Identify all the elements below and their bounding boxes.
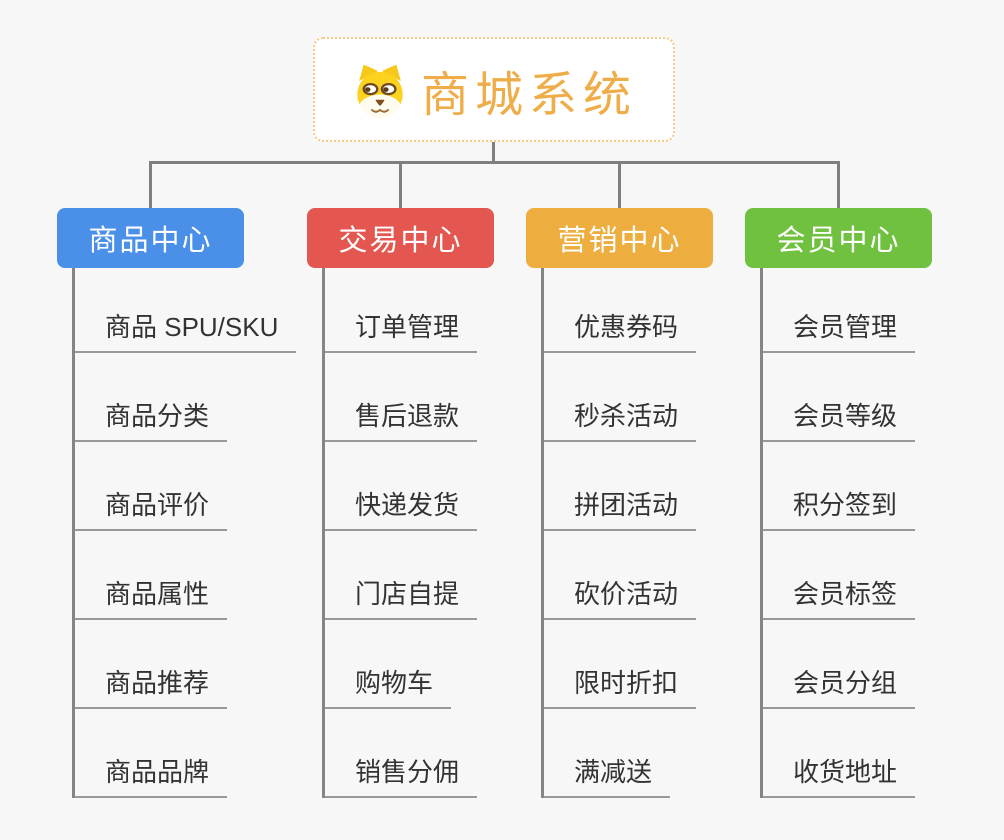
leaf-label: 砍价活动 xyxy=(544,574,697,620)
leaf-item[interactable]: 快递发货 xyxy=(325,442,494,531)
connector-root-trunk xyxy=(492,142,495,163)
leaf-label: 会员标签 xyxy=(763,574,916,620)
branch-label: 营销中心 xyxy=(557,225,682,257)
leaf-item[interactable]: 商品属性 xyxy=(75,531,244,620)
branch-children-trade-center: 订单管理 售后退款 快递发货 门店自提 购物车 销售分佣 xyxy=(322,268,494,798)
leaf-item[interactable]: 拼团活动 xyxy=(544,442,713,531)
connector-drop-product-center xyxy=(149,161,152,209)
branch-children-product-center: 商品 SPU/SKU 商品分类 商品评价 商品属性 商品推荐 商品品牌 xyxy=(72,268,297,798)
leaf-label: 商品 SPU/SKU xyxy=(75,307,297,353)
leaf-item[interactable]: 优惠券码 xyxy=(544,268,713,353)
leaf-label: 优惠券码 xyxy=(544,307,697,353)
leaf-label: 门店自提 xyxy=(325,574,478,620)
branch-children-marketing-center: 优惠券码 秒杀活动 拼团活动 砍价活动 限时折扣 满减送 xyxy=(541,268,713,798)
leaf-label: 快递发货 xyxy=(325,485,478,531)
leaf-item[interactable]: 商品推荐 xyxy=(75,620,244,709)
branch-label: 交易中心 xyxy=(338,225,463,257)
connector-drop-trade-center xyxy=(399,161,402,209)
leaf-item[interactable]: 商品分类 xyxy=(75,353,244,442)
branch-node-product-center[interactable]: 商品中心 xyxy=(57,208,244,268)
branch-member-center: 会员中心 会员管理 会员等级 积分签到 会员标签 会员分组 收货地址 xyxy=(745,208,932,798)
leaf-label: 商品评价 xyxy=(75,485,228,531)
leaf-label: 限时折扣 xyxy=(544,663,697,709)
leaf-label: 会员分组 xyxy=(763,663,916,709)
leaf-label: 会员等级 xyxy=(763,396,916,442)
leaf-item[interactable]: 门店自提 xyxy=(325,531,494,620)
leaf-item[interactable]: 限时折扣 xyxy=(544,620,713,709)
leaf-item[interactable]: 会员标签 xyxy=(763,531,932,620)
leaf-item[interactable]: 秒杀活动 xyxy=(544,353,713,442)
leaf-item[interactable]: 商品评价 xyxy=(75,442,244,531)
leaf-item[interactable]: 售后退款 xyxy=(325,353,494,442)
connector-horizontal-bar xyxy=(149,161,840,164)
branch-node-member-center[interactable]: 会员中心 xyxy=(745,208,932,268)
leaf-item[interactable]: 商品 SPU/SKU xyxy=(75,268,297,353)
leaf-item[interactable]: 购物车 xyxy=(325,620,494,709)
branch-product-center: 商品中心 商品 SPU/SKU 商品分类 商品评价 商品属性 商品推荐 商品品牌 xyxy=(57,208,297,798)
leaf-label: 售后退款 xyxy=(325,396,478,442)
branch-marketing-center: 营销中心 优惠券码 秒杀活动 拼团活动 砍价活动 限时折扣 满减送 xyxy=(526,208,713,798)
leaf-item[interactable]: 销售分佣 xyxy=(325,709,494,798)
leaf-item[interactable]: 商品品牌 xyxy=(75,709,244,798)
leaf-label: 订单管理 xyxy=(325,307,478,353)
leaf-label: 收货地址 xyxy=(763,752,916,798)
branch-children-member-center: 会员管理 会员等级 积分签到 会员标签 会员分组 收货地址 xyxy=(760,268,932,798)
leaf-item[interactable]: 会员等级 xyxy=(763,353,932,442)
leaf-label: 会员管理 xyxy=(763,307,916,353)
leaf-item[interactable]: 砍价活动 xyxy=(544,531,713,620)
leaf-label: 商品推荐 xyxy=(75,663,228,709)
branch-label: 商品中心 xyxy=(88,225,213,257)
branch-node-trade-center[interactable]: 交易中心 xyxy=(307,208,494,268)
leaf-item[interactable]: 收货地址 xyxy=(763,709,932,798)
leaf-label: 购物车 xyxy=(325,663,452,709)
leaf-item[interactable]: 满减送 xyxy=(544,709,713,798)
doge-face-icon xyxy=(351,61,409,119)
branch-trade-center: 交易中心 订单管理 售后退款 快递发货 门店自提 购物车 销售分佣 xyxy=(307,208,494,798)
branch-node-marketing-center[interactable]: 营销中心 xyxy=(526,208,713,268)
leaf-item[interactable]: 积分签到 xyxy=(763,442,932,531)
leaf-label: 满减送 xyxy=(544,752,671,798)
leaf-label: 拼团活动 xyxy=(544,485,697,531)
root-title: 商城系统 xyxy=(420,68,637,122)
leaf-label: 秒杀活动 xyxy=(544,396,697,442)
leaf-label: 积分签到 xyxy=(763,485,916,531)
leaf-label: 商品分类 xyxy=(75,396,228,442)
leaf-label: 商品属性 xyxy=(75,574,228,620)
leaf-item[interactable]: 会员分组 xyxy=(763,620,932,709)
leaf-item[interactable]: 会员管理 xyxy=(763,268,932,353)
branch-label: 会员中心 xyxy=(776,225,901,257)
connector-drop-marketing-center xyxy=(618,161,621,209)
leaf-label: 商品品牌 xyxy=(75,752,228,798)
leaf-item[interactable]: 订单管理 xyxy=(325,268,494,353)
connector-drop-member-center xyxy=(837,161,840,209)
leaf-label: 销售分佣 xyxy=(325,752,478,798)
root-node[interactable]: 商城系统 xyxy=(313,37,675,142)
